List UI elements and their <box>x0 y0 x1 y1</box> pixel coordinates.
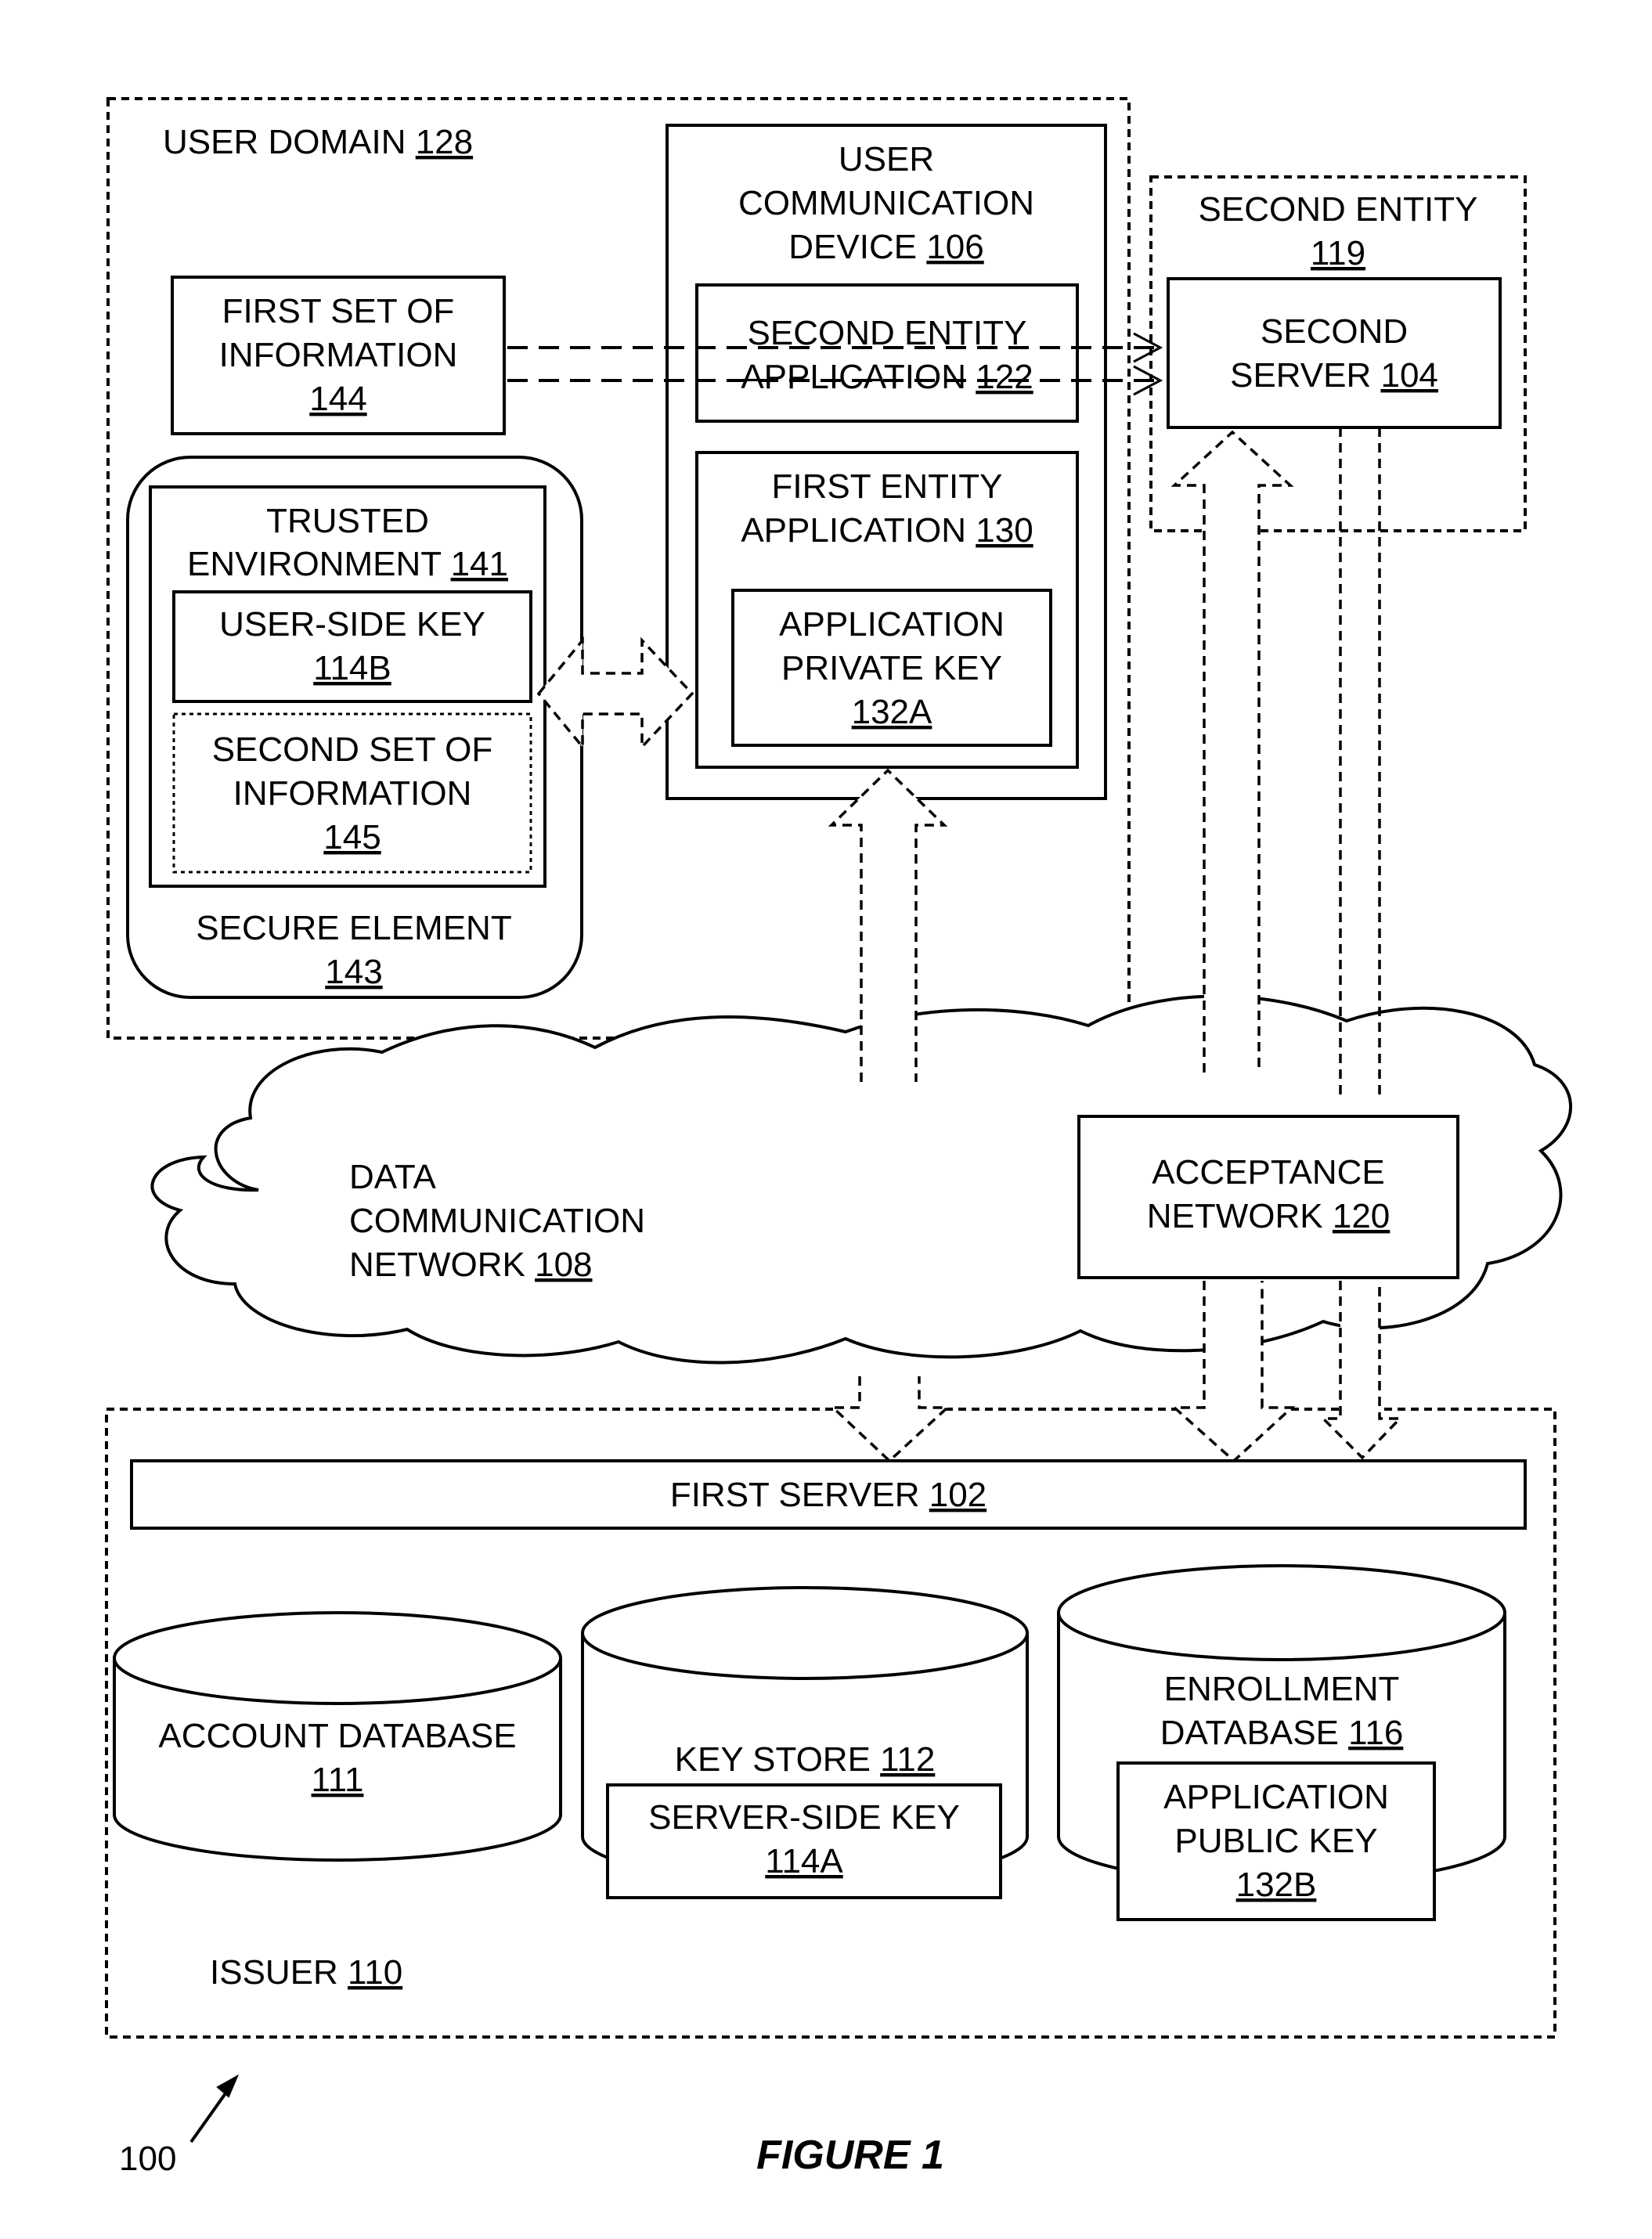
second-server-box <box>1167 277 1502 429</box>
app-public-key-line2: PUBLIC KEY <box>1174 1822 1377 1860</box>
issuer-boundary <box>105 1408 1556 2039</box>
user-domain-label: USER DOMAIN 128 <box>163 123 473 161</box>
reference-pointer-arrow <box>189 2074 240 2143</box>
figure-caption: FIGURE 1 <box>756 2133 944 2178</box>
trusted-env-line2: ENVIRONMENT 141 <box>187 545 508 583</box>
user-device-line3: DEVICE 106 <box>788 228 983 266</box>
account-db-line1: ACCOUNT DATABASE <box>158 1717 516 1755</box>
trusted-env-app-bidirectional-arrow <box>536 636 694 751</box>
first-server-label: FIRST SERVER 102 <box>670 1476 987 1514</box>
first-server-box <box>130 1459 1527 1530</box>
second-info-ref: 145 <box>323 818 381 856</box>
user-domain-boundary <box>106 97 1131 1040</box>
account-db-ref: 111 <box>312 1761 364 1799</box>
second-entity-application-box <box>695 283 1079 423</box>
first-set-of-information-box <box>171 276 506 435</box>
app-public-key-line1: APPLICATION <box>1163 1778 1389 1816</box>
application-private-key-box <box>731 589 1052 747</box>
user-side-key-box <box>172 590 532 703</box>
acceptance-network-box <box>1077 1115 1459 1279</box>
second-server-line2: SERVER 104 <box>1230 356 1438 395</box>
acceptance-network-line1: ACCEPTANCE <box>1152 1153 1384 1192</box>
user-side-key-ref: 114B <box>313 649 391 687</box>
server-side-key-box <box>606 1783 1002 1899</box>
enrollment-db-line1: ENROLLMENT <box>1164 1670 1400 1708</box>
user-side-key-line1: USER-SIDE KEY <box>219 605 485 644</box>
data-network-line3: NETWORK 108 <box>349 1246 593 1284</box>
second-entity-app-line2: APPLICATION 122 <box>741 358 1033 396</box>
network-to-second-server-arrow <box>1170 430 1294 1073</box>
data-network-line1: DATA <box>349 1158 436 1196</box>
key-store-label: KEY STORE 112 <box>675 1740 936 1779</box>
application-public-key-box <box>1116 1761 1436 1921</box>
second-entity-ref: 119 <box>1311 234 1365 272</box>
network-to-first-server-arrow <box>829 1376 951 1463</box>
second-entity-app-line1: SECOND ENTITY <box>748 314 1027 352</box>
first-entity-app-line1: FIRST ENTITY <box>772 467 1003 506</box>
app-private-key-ref: 132A <box>852 693 932 731</box>
data-network-line2: COMMUNICATION <box>349 1202 645 1240</box>
network-to-user-device-arrow <box>828 768 948 1082</box>
second-info-line1: SECOND SET OF <box>212 730 493 769</box>
info-flow-arrowhead-upper <box>1133 332 1163 363</box>
second-entity-line1: SECOND ENTITY <box>1199 190 1478 229</box>
account-database-cylinder <box>113 1611 562 1862</box>
server-side-key-ref: 114A <box>765 1842 843 1880</box>
user-device-line2: COMMUNICATION <box>738 184 1034 222</box>
first-entity-app-line2: APPLICATION 130 <box>741 511 1033 550</box>
second-set-of-information-box <box>172 712 532 874</box>
app-private-key-line2: PRIVATE KEY <box>781 649 1002 687</box>
acceptance-network-line2: NETWORK 120 <box>1147 1197 1390 1235</box>
second-info-line2: INFORMATION <box>233 774 472 813</box>
user-device-line1: USER <box>839 140 934 178</box>
trusted-env-line1: TRUSTED <box>266 502 429 540</box>
secure-element-ref: 143 <box>325 953 382 991</box>
first-info-line2: INFORMATION <box>219 336 458 374</box>
issuer-label: ISSUER 110 <box>210 1953 402 1992</box>
first-info-line1: FIRST SET OF <box>222 292 455 330</box>
info-flow-arrowhead-lower <box>1133 365 1163 396</box>
first-info-ref: 144 <box>309 380 366 418</box>
secure-element-line1: SECURE ELEMENT <box>196 909 511 947</box>
figure-reference-number: 100 <box>119 2140 176 2178</box>
server-side-key-line1: SERVER-SIDE KEY <box>648 1798 960 1837</box>
second-server-to-network-arrow-shaft <box>1339 427 1381 1098</box>
app-public-key-ref: 132B <box>1236 1866 1317 1904</box>
acceptance-to-first-server-arrow-right <box>1319 1281 1404 1460</box>
app-private-key-line1: APPLICATION <box>779 605 1005 644</box>
second-server-line1: SECOND <box>1261 312 1408 351</box>
enrollment-db-line2: DATABASE 116 <box>1160 1714 1404 1752</box>
